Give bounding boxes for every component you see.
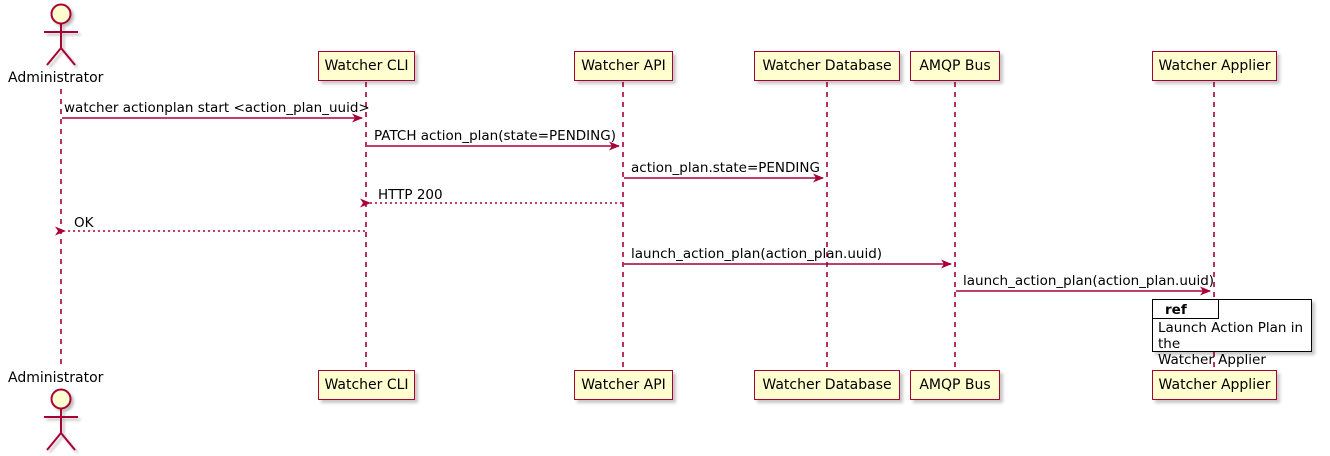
participant-label: Watcher CLI xyxy=(324,377,409,393)
participant-footer-watcher-database[interactable]: Watcher Database xyxy=(754,370,900,400)
message-label-1: watcher actionplan start <action_plan_uu… xyxy=(64,100,370,116)
participant-footer-watcher-applier[interactable]: Watcher Applier xyxy=(1152,370,1277,400)
message-label-4: HTTP 200 xyxy=(378,187,443,203)
actor-label-administrator-bottom: Administrator xyxy=(8,370,104,386)
actor-figure-bottom xyxy=(44,388,78,451)
participant-label: Watcher Applier xyxy=(1158,58,1271,74)
participant-footer-amqp-bus[interactable]: AMQP Bus xyxy=(910,370,1000,400)
participant-label: Watcher API xyxy=(581,377,666,393)
message-arrows xyxy=(55,113,1211,296)
participant-label: AMQP Bus xyxy=(919,377,991,393)
participant-label: Watcher Applier xyxy=(1158,377,1271,393)
participant-footer-watcher-cli[interactable]: Watcher CLI xyxy=(318,370,415,400)
ref-tab xyxy=(1153,300,1219,319)
participant-header-watcher-database[interactable]: Watcher Database xyxy=(754,51,900,81)
participant-header-watcher-cli[interactable]: Watcher CLI xyxy=(318,51,415,81)
actor-label-administrator-top: Administrator xyxy=(8,70,104,86)
participant-label: Watcher API xyxy=(581,58,666,74)
participant-header-amqp-bus[interactable]: AMQP Bus xyxy=(910,51,1000,81)
participant-header-watcher-applier[interactable]: Watcher Applier xyxy=(1152,51,1277,81)
message-label-5: OK xyxy=(74,215,94,231)
actor-figure-top xyxy=(44,3,78,66)
participant-label: Watcher Database xyxy=(762,377,892,393)
message-label-6: launch_action_plan(action_plan.uuid) xyxy=(631,246,883,262)
participant-header-watcher-api[interactable]: Watcher API xyxy=(574,51,673,81)
ref-block[interactable] xyxy=(1152,299,1312,352)
message-label-7: launch_action_plan(action_plan.uuid) xyxy=(963,273,1215,289)
participant-footer-watcher-api[interactable]: Watcher API xyxy=(574,370,673,400)
participant-label: AMQP Bus xyxy=(919,58,991,74)
message-label-2: PATCH action_plan(state=PENDING) xyxy=(374,128,616,144)
message-label-3: action_plan.state=PENDING xyxy=(631,160,820,176)
ref-body-text: Launch Action Plan in the Watcher Applie… xyxy=(1158,320,1304,368)
ref-keyword-label: ref xyxy=(1165,302,1187,318)
participant-label: Watcher CLI xyxy=(324,58,409,74)
lifelines xyxy=(60,82,1215,371)
participant-label: Watcher Database xyxy=(762,58,892,74)
